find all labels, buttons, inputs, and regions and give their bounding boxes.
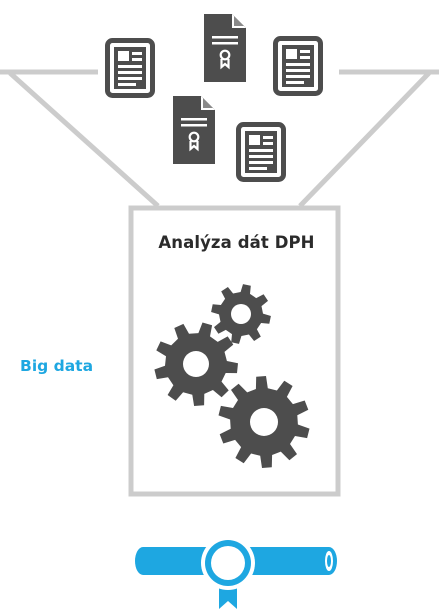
form-document-icon (276, 39, 321, 94)
process-title: Analýza dát DPH (158, 233, 315, 252)
certificate-document-icon (171, 94, 217, 166)
funnel (0, 69, 439, 208)
big-data-label: Big data (20, 357, 94, 375)
gears-icon (154, 284, 310, 468)
form-document-icon (239, 125, 284, 180)
certificate-document-icon (202, 12, 248, 84)
diploma-scroll-icon (135, 536, 337, 609)
form-document-icon (108, 41, 153, 96)
